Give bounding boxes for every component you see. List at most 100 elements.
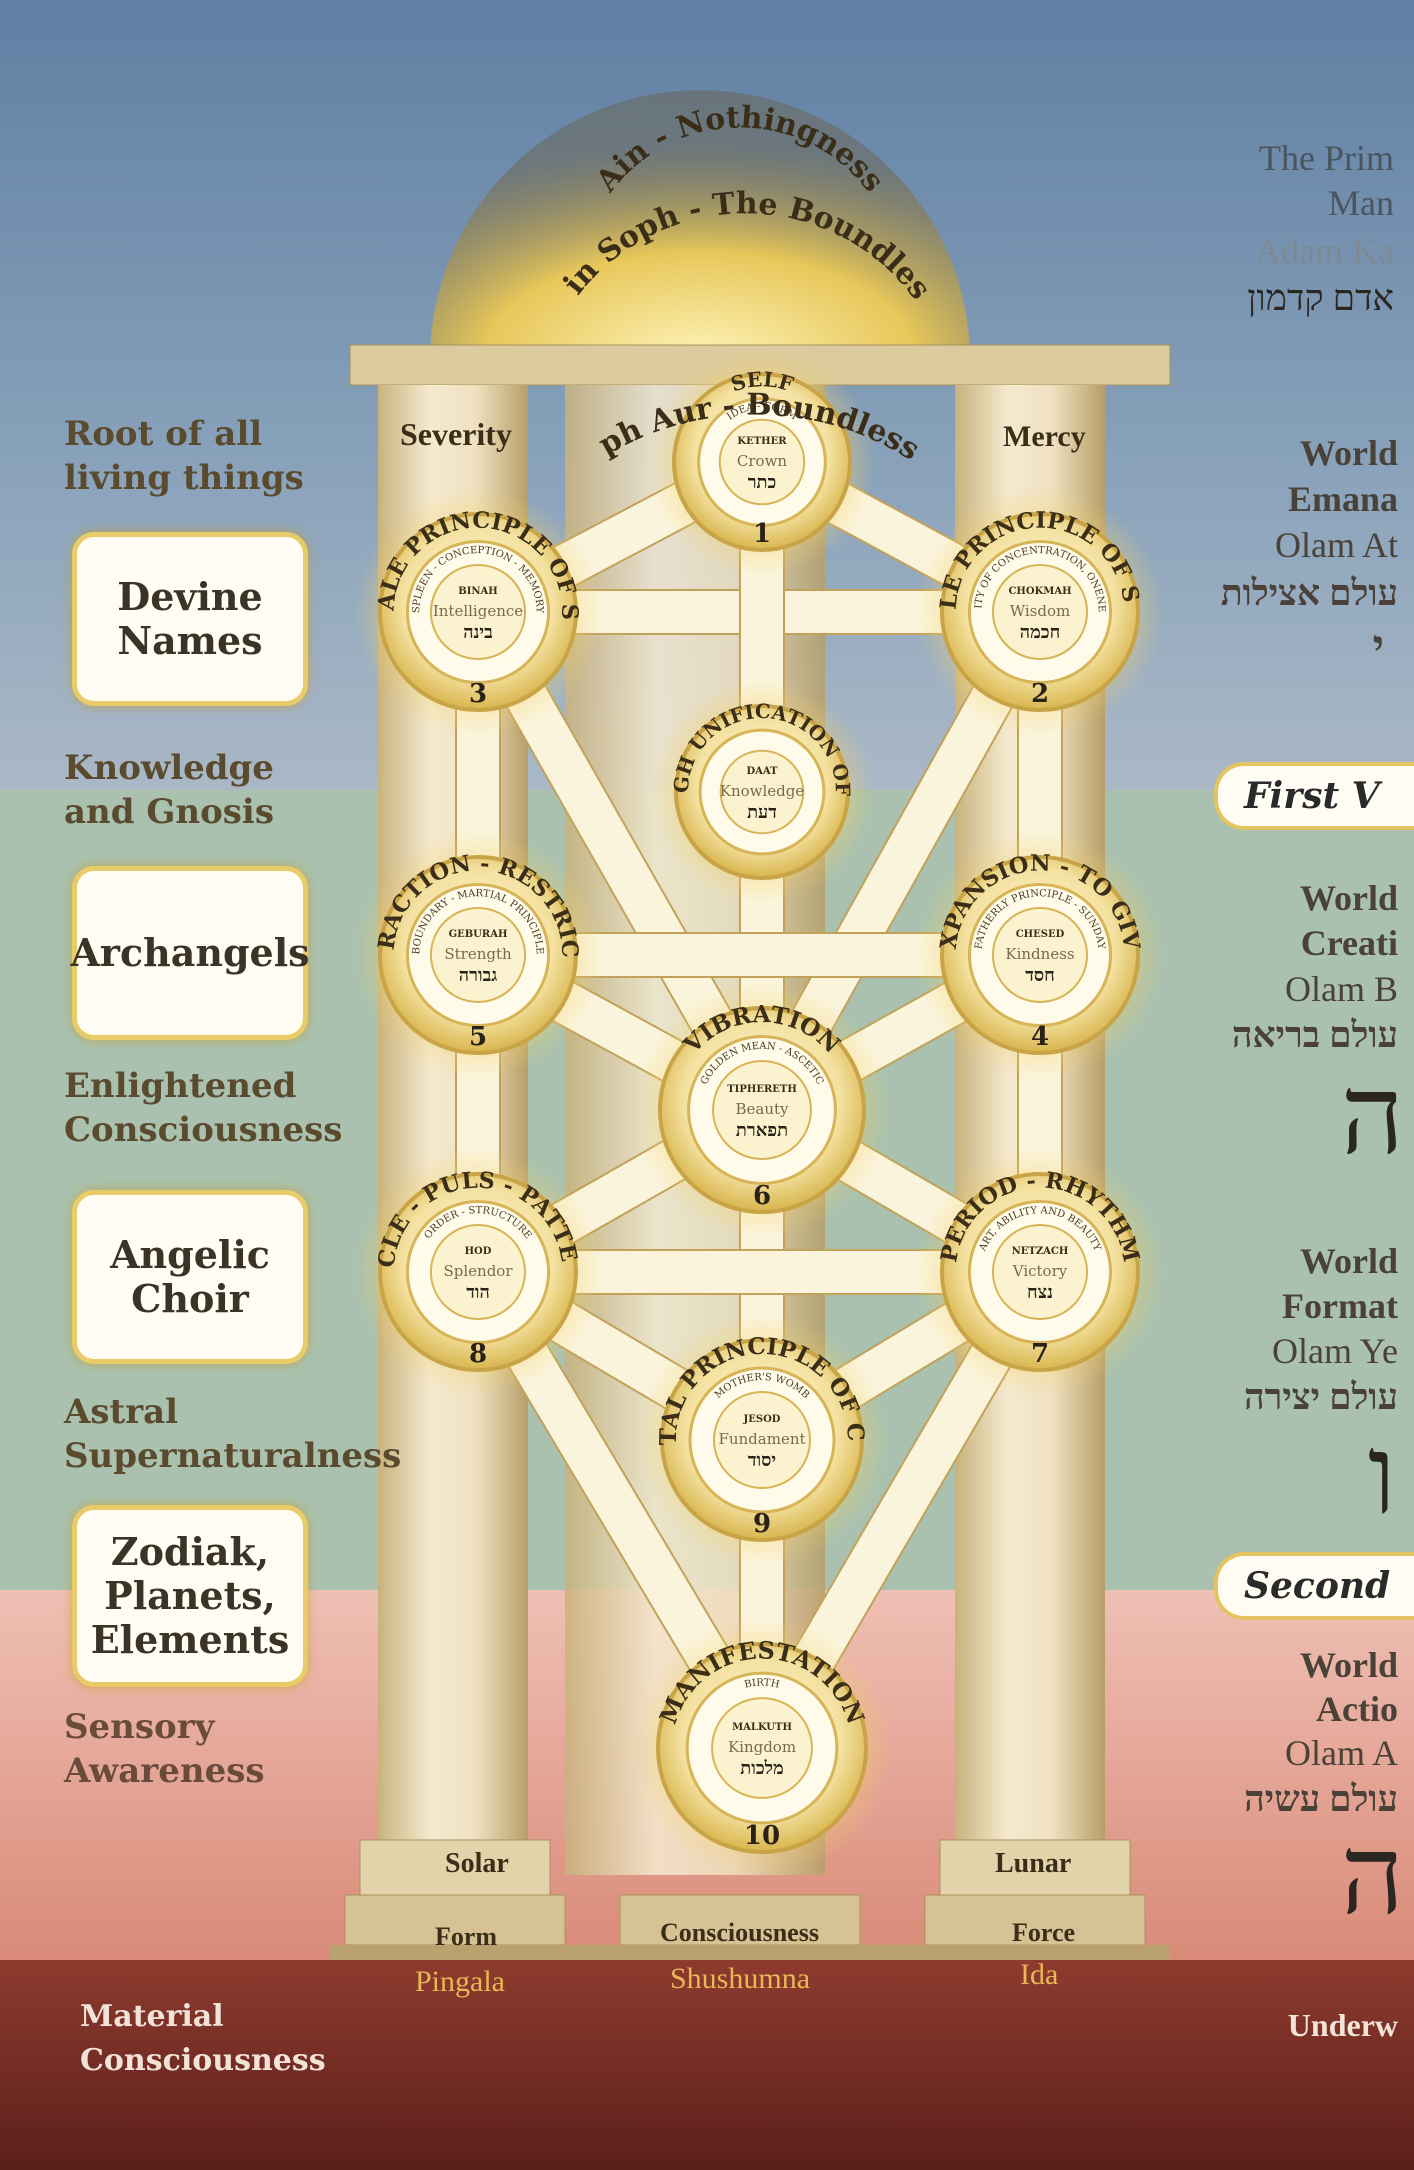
world-creation-hebrew: עולם בריאה — [1231, 1015, 1398, 1055]
label-ida: Ida — [1020, 1958, 1059, 1991]
sephirah-hebrew: נצח — [1027, 1282, 1053, 1303]
sephirah-number: 6 — [753, 1181, 771, 1211]
world-emanation-letter: י — [1372, 622, 1384, 671]
world-emanation-2: Emana — [1287, 479, 1398, 519]
sephirah-english: Kingdom — [728, 1738, 796, 1756]
world-action-2: Actio — [1316, 1689, 1398, 1729]
box-devine-names: Devine Names — [72, 532, 308, 706]
label-lunar: Lunar — [995, 1848, 1072, 1879]
sephirah-name: HOD — [465, 1246, 492, 1257]
top-arcs: Ain - Nothingness Ain Soph - The Boundle… — [0, 0, 937, 468]
world-creation-1: World — [1299, 878, 1398, 918]
badge-second: Second — [1214, 1552, 1414, 1620]
right-primordial-hebrew: אדם קדמון — [1247, 278, 1394, 318]
sephirah-number: 3 — [469, 679, 487, 709]
world-creation-2: Creati — [1300, 923, 1398, 963]
world-formation-2: Format — [1282, 1286, 1398, 1326]
sephirah-name: MALKUTH — [732, 1722, 792, 1733]
sephirah-name: BINAH — [458, 586, 497, 597]
sephirah-number: 2 — [1031, 679, 1049, 709]
sephirah-name: DAAT — [746, 766, 778, 777]
world-action-1: World — [1299, 1645, 1398, 1685]
sephirah-name: GEBURAH — [449, 929, 508, 940]
sephirah-hebrew: מלכות — [740, 1758, 783, 1779]
sephirah-number: 7 — [1031, 1339, 1049, 1369]
sephirah-number: 5 — [469, 1022, 487, 1052]
sephirah-number: 8 — [469, 1339, 487, 1369]
sephirah-number: 4 — [1031, 1022, 1049, 1052]
dome-halo — [430, 90, 970, 360]
world-formation-3: Olam Ye — [1271, 1331, 1398, 1371]
world-emanation-3: Olam At — [1275, 525, 1398, 565]
sephirah-hebrew: יסוד — [748, 1450, 776, 1471]
sephirah-number: 9 — [753, 1509, 771, 1539]
sephirah-name: TIPHERETH — [727, 1084, 797, 1095]
label-consciousness: Consciousness — [660, 1918, 819, 1947]
sephirah-english: Strength — [444, 945, 512, 963]
right-primordial-1: The Prim — [1259, 138, 1394, 178]
sephirah-english: Knowledge — [720, 782, 805, 800]
sephirah-hebrew: הוד — [466, 1282, 490, 1303]
world-underworld: Underw — [1287, 2007, 1398, 2043]
sephirah-number: 10 — [744, 1821, 780, 1851]
sephirah-hebrew: כתר — [748, 472, 777, 493]
sephirah-hebrew: תפארת — [736, 1120, 788, 1141]
left-label-enlightened: Enlightened Consciousness — [64, 1066, 343, 1150]
sephirah-english: Splendor — [443, 1262, 513, 1280]
world-action-3: Olam A — [1285, 1733, 1398, 1773]
label-solar: Solar — [445, 1848, 509, 1879]
world-action-letter: ה — [1340, 1811, 1404, 1939]
sephirah-english: Intelligence — [433, 602, 523, 620]
label-shushumna: Shushumna — [670, 1962, 811, 1995]
right-primordial-2: Man — [1328, 183, 1394, 223]
band-underworld — [0, 1960, 1414, 2170]
sephirah-name: CHESED — [1016, 929, 1065, 940]
box-archangels: Archangels — [70, 866, 310, 1040]
left-label-sensory: Sensory Awareness — [64, 1707, 265, 1791]
sephirah-english: Fundament — [718, 1430, 805, 1448]
left-label-astral: Astral Supernaturalness — [64, 1392, 402, 1476]
sephirah-hebrew: בינה — [463, 622, 493, 643]
arc-ain-soph: Ain Soph - The Boundless — [0, 0, 937, 306]
world-emanation-hebrew: עולם אצילות — [1220, 573, 1398, 613]
arc-ain-soph-aur: Ain Soph Aur - Boundless Light — [0, 0, 926, 468]
sephirah-english: Victory — [1012, 1262, 1068, 1280]
box-angelic-choir: Angelic Choir — [72, 1190, 308, 1364]
label-form: Form — [435, 1922, 498, 1951]
sephirah-hebrew: גבורה — [459, 965, 497, 986]
right-primordial-3: Adam Ka — [1255, 231, 1394, 271]
label-severity: Severity — [400, 416, 512, 452]
sephirah-english: Crown — [737, 452, 788, 470]
world-emanation-1: World — [1299, 433, 1398, 473]
sephirah-name: NETZACH — [1012, 1246, 1069, 1257]
sephirah-hebrew: חכמה — [1020, 622, 1060, 643]
left-label-material: Material Consciousness — [80, 1999, 326, 2078]
sephirah-english: Beauty — [735, 1100, 789, 1118]
world-action-hebrew: עולם עשיה — [1244, 1779, 1398, 1819]
sephirah-inner-label: BIRTH — [743, 1677, 780, 1690]
arc-ain: Ain - Nothingness — [589, 100, 891, 199]
sephirah-english: Wisdom — [1010, 602, 1071, 620]
world-creation-letter: ה — [1340, 1051, 1404, 1179]
left-label-root: Root of all living things — [64, 414, 304, 498]
label-mercy: Mercy — [1003, 420, 1086, 453]
world-formation-letter: ו — [1367, 1411, 1396, 1539]
sephirah-name: KETHER — [737, 436, 787, 447]
box-zodiak: Zodiak, Planets, Elements — [72, 1505, 308, 1687]
sephirah-name: JESOD — [743, 1414, 781, 1425]
world-formation-hebrew: עולם יצירה — [1243, 1377, 1398, 1417]
world-creation-3: Olam B — [1285, 969, 1398, 1009]
sephirah-name: CHOKMAH — [1008, 586, 1071, 597]
sephirah-number: 1 — [753, 519, 771, 549]
sephirah-hebrew: חסד — [1025, 965, 1055, 986]
sephirah-hebrew: דעת — [747, 802, 777, 823]
label-pingala: Pingala — [415, 1965, 505, 1998]
world-formation-1: World — [1299, 1241, 1398, 1281]
label-force: Force — [1012, 1918, 1076, 1947]
left-label-knowledge: Knowledge and Gnosis — [64, 748, 274, 832]
sephirah-english: Kindness — [1005, 945, 1074, 963]
